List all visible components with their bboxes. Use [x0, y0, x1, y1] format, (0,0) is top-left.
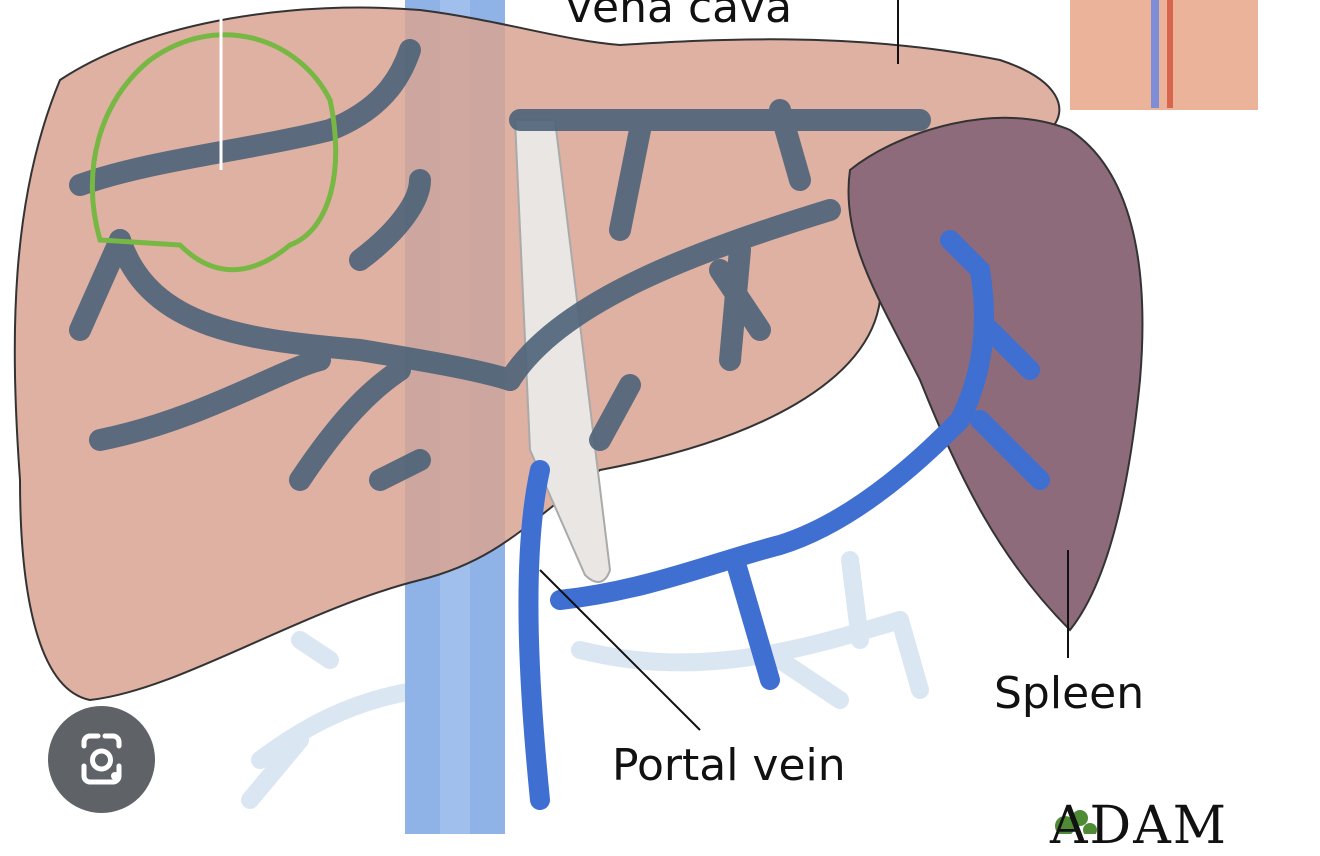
hepatic-veins	[69, 39, 931, 491]
torso-thumbnail	[1070, 0, 1258, 110]
mesenteric-veins	[241, 551, 929, 809]
portal-vein-pointer-line	[539, 569, 701, 731]
label-portal-vein: Portal vein	[612, 740, 846, 791]
annotation-circle	[89, 32, 339, 273]
google-lens-camera-icon	[81, 733, 122, 785]
liver-spleen-illustration	[13, 0, 1258, 834]
label-spleen: Spleen	[994, 668, 1145, 719]
adam-logo: ADAM	[1050, 796, 1229, 856]
label-vena-cava: vena cava	[566, 0, 793, 33]
adam-logo-leaf	[1055, 810, 1097, 834]
spleen	[847, 116, 1144, 632]
google-lens-button[interactable]	[48, 706, 155, 813]
portal-vein	[518, 230, 1050, 810]
